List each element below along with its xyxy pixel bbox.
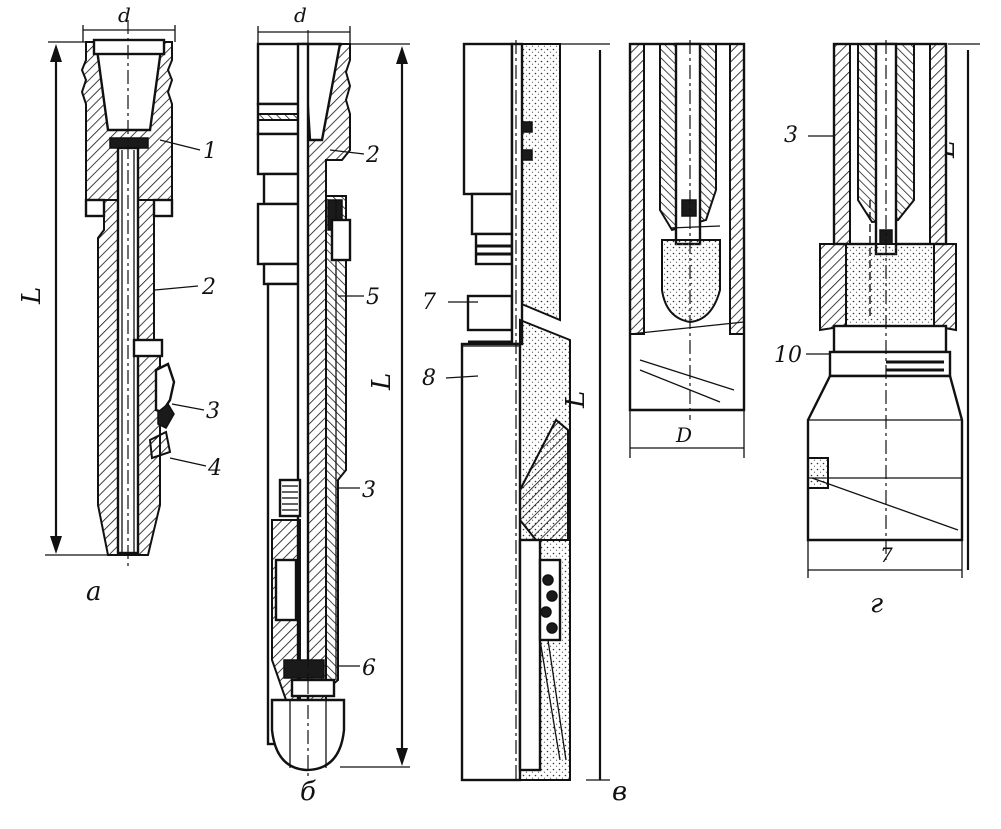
view-a-caption: а [86, 577, 102, 607]
view-g-caption: г [870, 589, 883, 619]
view-a-part-1: 1 [203, 139, 217, 164]
view-v-dim-length: L [561, 391, 591, 409]
view-v-part-7: 7 [422, 290, 436, 315]
view-a-part-4: 4 [207, 456, 222, 481]
view-g: L 7 3 10 г [774, 40, 980, 619]
view-a-part-3: 3 [206, 399, 220, 424]
view-b: d L [256, 3, 410, 807]
view-g-part-3: 3 [784, 123, 798, 148]
view-v: L 7 8 в [422, 40, 627, 807]
view-b-part-6: 6 [362, 656, 376, 681]
view-d-dim: D [675, 423, 692, 447]
view-a-dim-length: L [17, 287, 47, 305]
view-g-part-10: 10 [774, 343, 802, 368]
view-v-part-8: 8 [422, 366, 436, 391]
view-b-part-5: 5 [366, 285, 380, 310]
view-a-dim-d: d [118, 3, 131, 27]
view-a: d L 1 2 3 4 [17, 3, 222, 607]
view-b-part-2: 2 [365, 143, 380, 168]
view-detail-d: D [628, 40, 746, 458]
view-b-part-3: 3 [362, 478, 376, 503]
view-b-dim-d: d [294, 3, 307, 27]
view-g-dim-bottom: 7 [880, 543, 893, 567]
view-a-part-2: 2 [201, 275, 216, 300]
view-b-caption: б [300, 777, 316, 807]
view-b-dim-length: L [367, 373, 397, 391]
view-v-caption: в [612, 777, 627, 807]
